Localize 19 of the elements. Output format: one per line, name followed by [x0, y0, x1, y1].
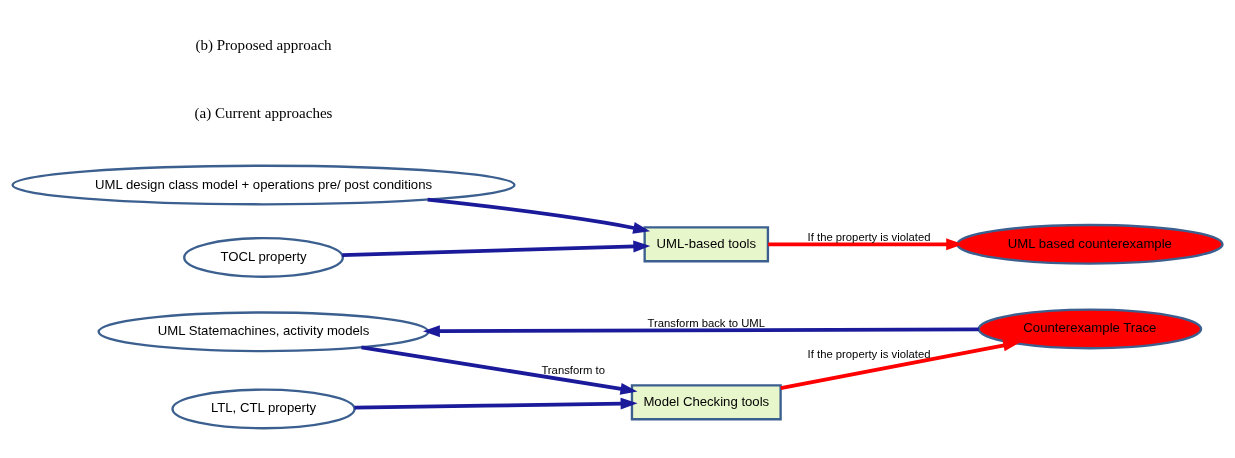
- arrow: [427, 197, 651, 234]
- arrow: [354, 397, 638, 410]
- node-ellipse: TOCL property: [183, 237, 344, 278]
- node-ellipse: UML Statemachines, activity models: [97, 311, 430, 353]
- edge-label: Transform back to UML: [647, 316, 766, 329]
- label: (a) Current approaches: [194, 105, 333, 122]
- node-box: Model Checking tools: [630, 384, 782, 421]
- node-box: UML-based tools: [643, 226, 770, 263]
- arrow: [361, 345, 638, 395]
- edge-label: If the property is violated: [807, 231, 931, 244]
- arrow: [342, 240, 651, 257]
- node-ellipse: UML based counterexample: [956, 223, 1224, 265]
- arrow: [422, 325, 979, 338]
- arrow: [780, 339, 1021, 391]
- node-ellipse: UML design class model + operations pre/ post conditions: [11, 164, 516, 206]
- edge-label: If the property is violated: [807, 347, 931, 360]
- node-ellipse: LTL, CTL property: [171, 388, 356, 430]
- edge-label: Transform to: [541, 363, 605, 376]
- label: (b) Proposed approach: [195, 37, 332, 54]
